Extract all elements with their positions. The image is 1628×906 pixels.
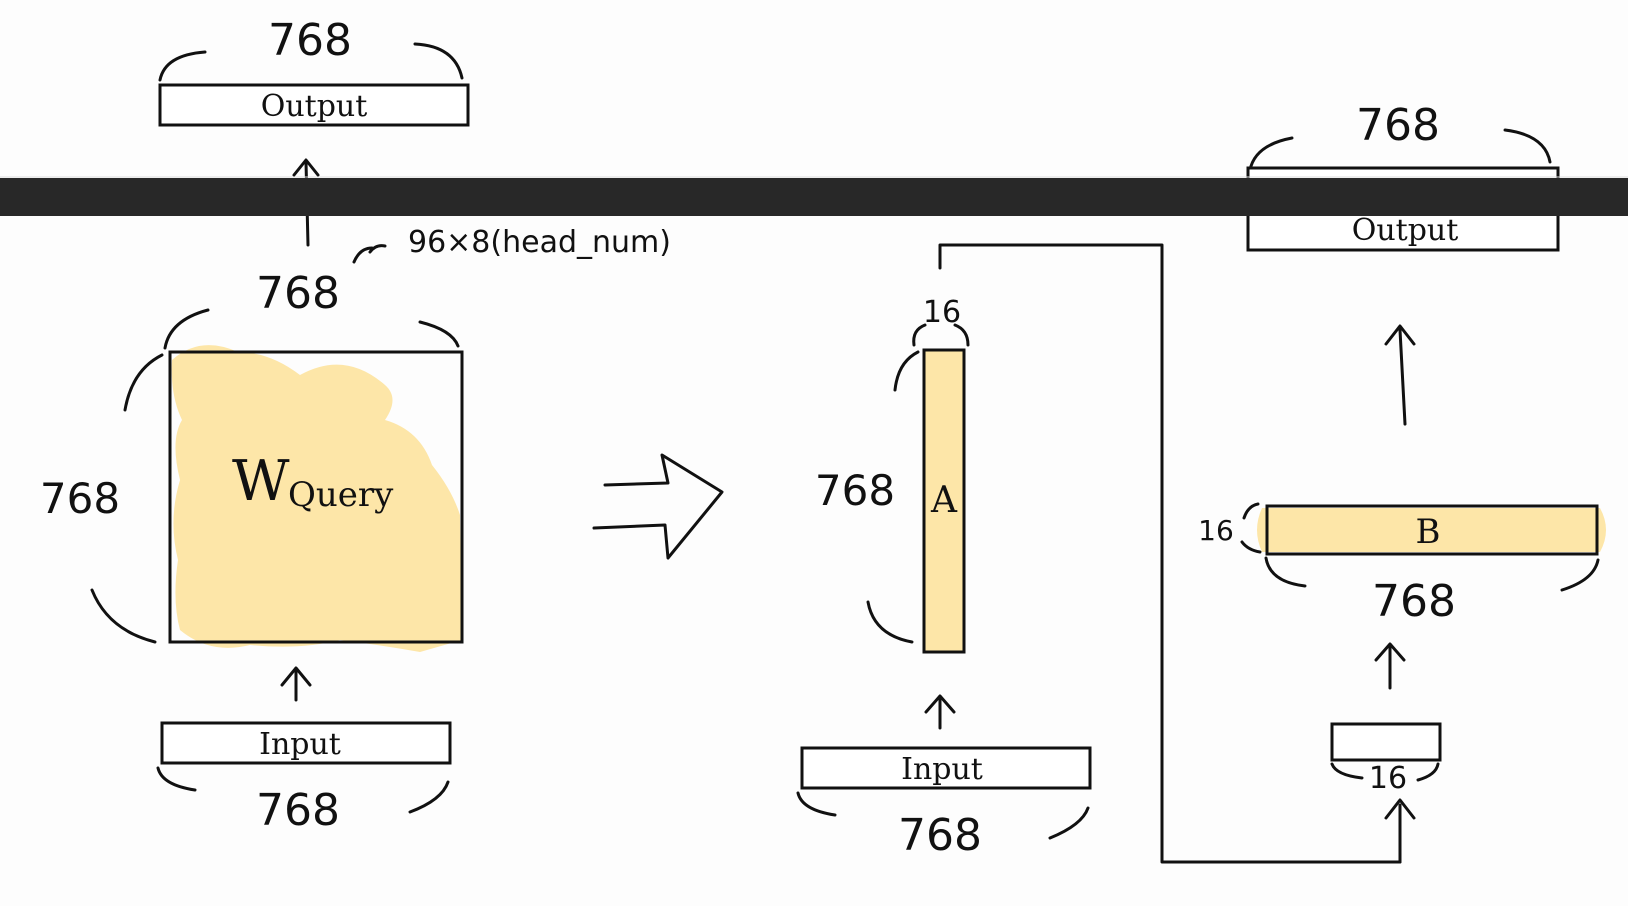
left-arrow-from-input [280, 666, 312, 702]
right-arrow-to-a [924, 694, 956, 730]
weight-label-main: W [232, 449, 290, 514]
left-input-label: Input [259, 727, 341, 762]
right-input-box [800, 746, 1092, 790]
transform-arrow [592, 453, 724, 560]
weight-top-brace-right [418, 320, 460, 348]
matrix-a-label: A [930, 480, 958, 521]
matrix-a-side-brace-bottom [866, 600, 914, 644]
left-input-brace-left [156, 766, 197, 792]
matrix-b-bottom-brace-left [1264, 556, 1307, 588]
right-output-label: Output [1352, 213, 1459, 248]
left-input-brace-right [408, 780, 450, 814]
right-arrow-to-b [1374, 642, 1406, 690]
left-output-brace-right [413, 42, 464, 80]
matrix-b [1265, 504, 1599, 556]
right-input-label: Input [901, 752, 983, 787]
matrix-b-side-dim: 16 [1198, 514, 1234, 547]
matrix-a-top-brace-left [912, 323, 927, 347]
right-output-brace-right [1503, 128, 1552, 164]
small-box-brace-left [1330, 762, 1364, 780]
weight-label-sub: Query [288, 475, 394, 515]
matrix-a-top-brace-right [953, 323, 970, 347]
right-output-dim: 768 [1356, 100, 1440, 151]
right-input-brace-right [1048, 806, 1090, 840]
matrix-b-side-brace-top [1242, 502, 1260, 520]
head-note: 96×8(head_num) [408, 225, 671, 260]
weight-matrix: W Query [168, 345, 464, 652]
skip-path [938, 243, 1402, 864]
weight-top-dim: 768 [256, 268, 340, 319]
weight-highlight [171, 345, 462, 652]
weight-side-dim: 768 [40, 474, 120, 523]
weight-side-brace-bottom [90, 588, 157, 644]
small-box [1330, 722, 1442, 762]
matrix-a-top-dim: 16 [923, 295, 961, 330]
toolbar-bar [0, 178, 1628, 216]
right-output-brace-left [1248, 136, 1294, 172]
right-input-dim: 768 [898, 810, 982, 861]
left-diagram: 768 Output W Query 768 96×8(head_num) 76… [40, 15, 671, 836]
matrix-b-bottom-brace-right [1560, 558, 1600, 592]
matrix-b-side-brace-bottom [1240, 540, 1262, 554]
matrix-b-label: B [1416, 512, 1441, 552]
right-input-brace-left [796, 791, 837, 817]
weight-top-brace-left [163, 308, 210, 350]
left-output-label: Output [261, 89, 368, 124]
matrix-b-highlight [1257, 508, 1606, 552]
left-output-box [158, 83, 470, 127]
matrix-a [922, 348, 966, 654]
matrix-a-side-dim: 768 [815, 466, 895, 515]
right-arrow-to-small-box [1384, 798, 1416, 864]
weight-box [168, 350, 464, 644]
matrix-a-side-brace-top [893, 350, 920, 392]
left-input-box [160, 721, 452, 765]
left-output-brace-left [158, 50, 207, 82]
right-arrow-to-output [1384, 324, 1416, 426]
left-output-dim: 768 [268, 15, 352, 66]
small-box-brace-right [1416, 762, 1440, 782]
left-input-dim: 768 [256, 785, 340, 836]
head-note-pointer [352, 244, 387, 264]
small-box-dim: 16 [1369, 761, 1407, 796]
weight-side-brace-top [123, 353, 164, 412]
matrix-b-bottom-dim: 768 [1372, 576, 1456, 627]
